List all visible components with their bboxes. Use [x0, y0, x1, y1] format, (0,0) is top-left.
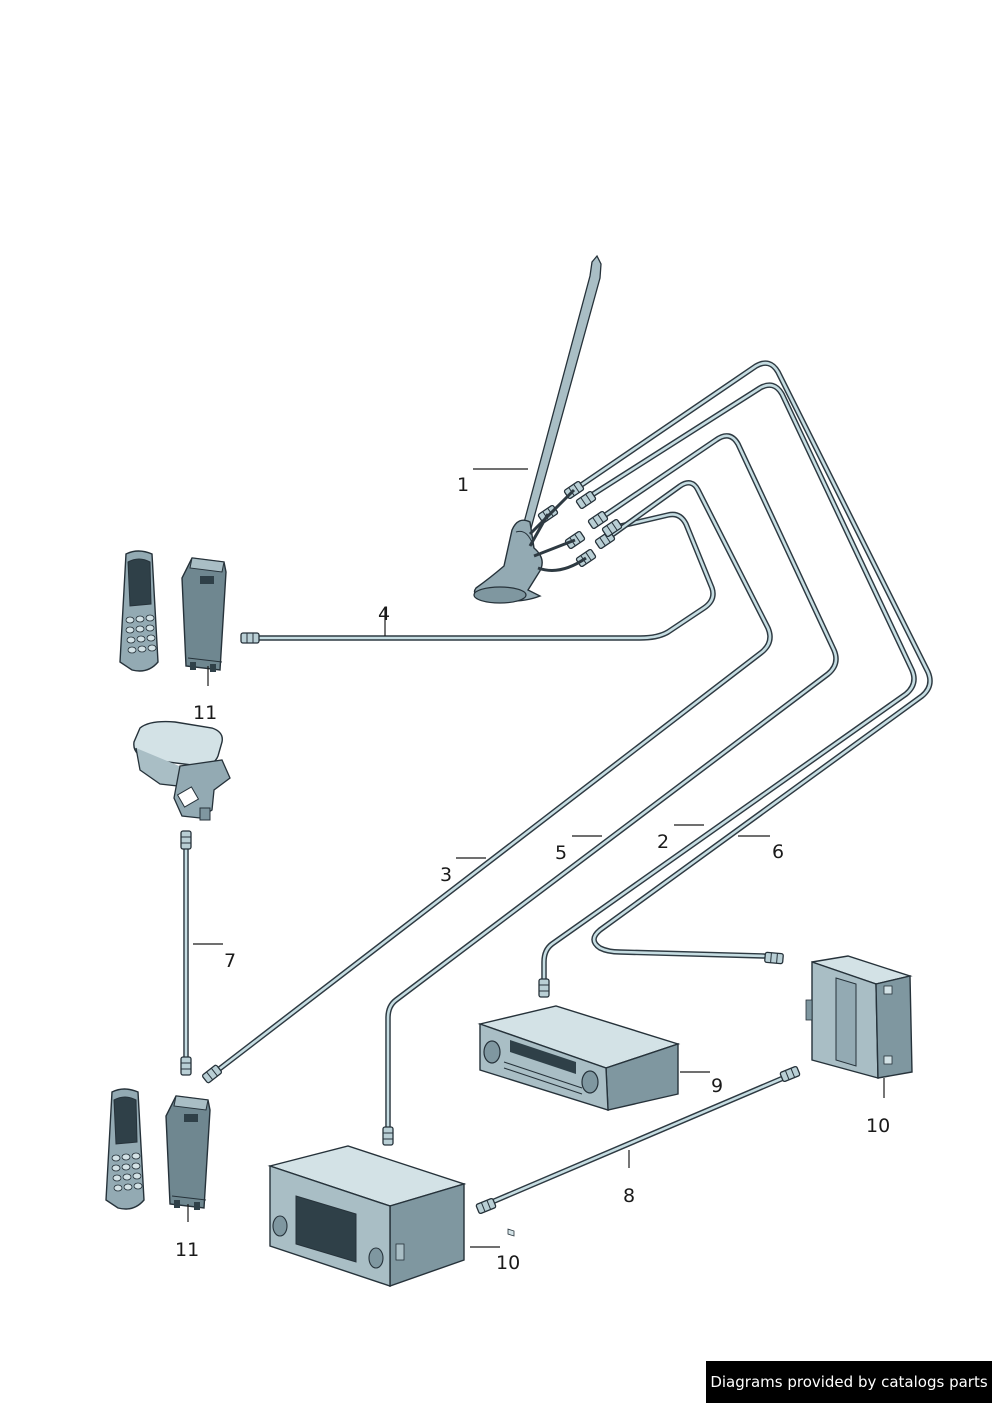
callout-leaders — [187, 468, 885, 1248]
antenna-cables — [183, 360, 933, 1205]
phone-cradle-top — [181, 557, 227, 673]
cable-4 — [247, 511, 716, 641]
roof-antenna — [473, 254, 602, 604]
callout-8: 8 — [623, 1185, 635, 1207]
callout-11-bottom: 11 — [175, 1239, 199, 1261]
cable-5 — [385, 433, 839, 1131]
mobile-phone-top — [119, 550, 159, 672]
mobile-phone-bottom — [105, 1088, 145, 1210]
callout-10-bottom: 10 — [496, 1252, 520, 1274]
phone-cradle-bottom — [165, 1095, 211, 1211]
callout-11-top: 11 — [193, 702, 217, 724]
cable-2 — [541, 382, 917, 983]
credit-banner: Diagrams provided by catalogs parts — [706, 1361, 992, 1403]
callout-6: 6 — [772, 841, 784, 863]
callout-2: 2 — [657, 831, 669, 853]
cable-8 — [489, 1073, 791, 1205]
callout-1: 1 — [457, 474, 469, 496]
callout-3: 3 — [440, 864, 452, 886]
callout-5: 5 — [555, 842, 567, 864]
armrest-adapter — [133, 720, 231, 821]
telephone-control-box — [805, 955, 913, 1079]
navigation-unit — [267, 1145, 467, 1287]
callout-4: 4 — [378, 603, 390, 625]
callout-9: 9 — [711, 1075, 723, 1097]
callout-10-right: 10 — [866, 1115, 890, 1137]
radio-unit — [477, 1005, 681, 1237]
callout-numbers: 1 4 11 3 5 2 6 7 9 10 8 10 11 — [175, 474, 890, 1274]
cable-3 — [215, 480, 773, 1073]
callout-7: 7 — [224, 950, 236, 972]
cable-6 — [571, 360, 933, 959]
